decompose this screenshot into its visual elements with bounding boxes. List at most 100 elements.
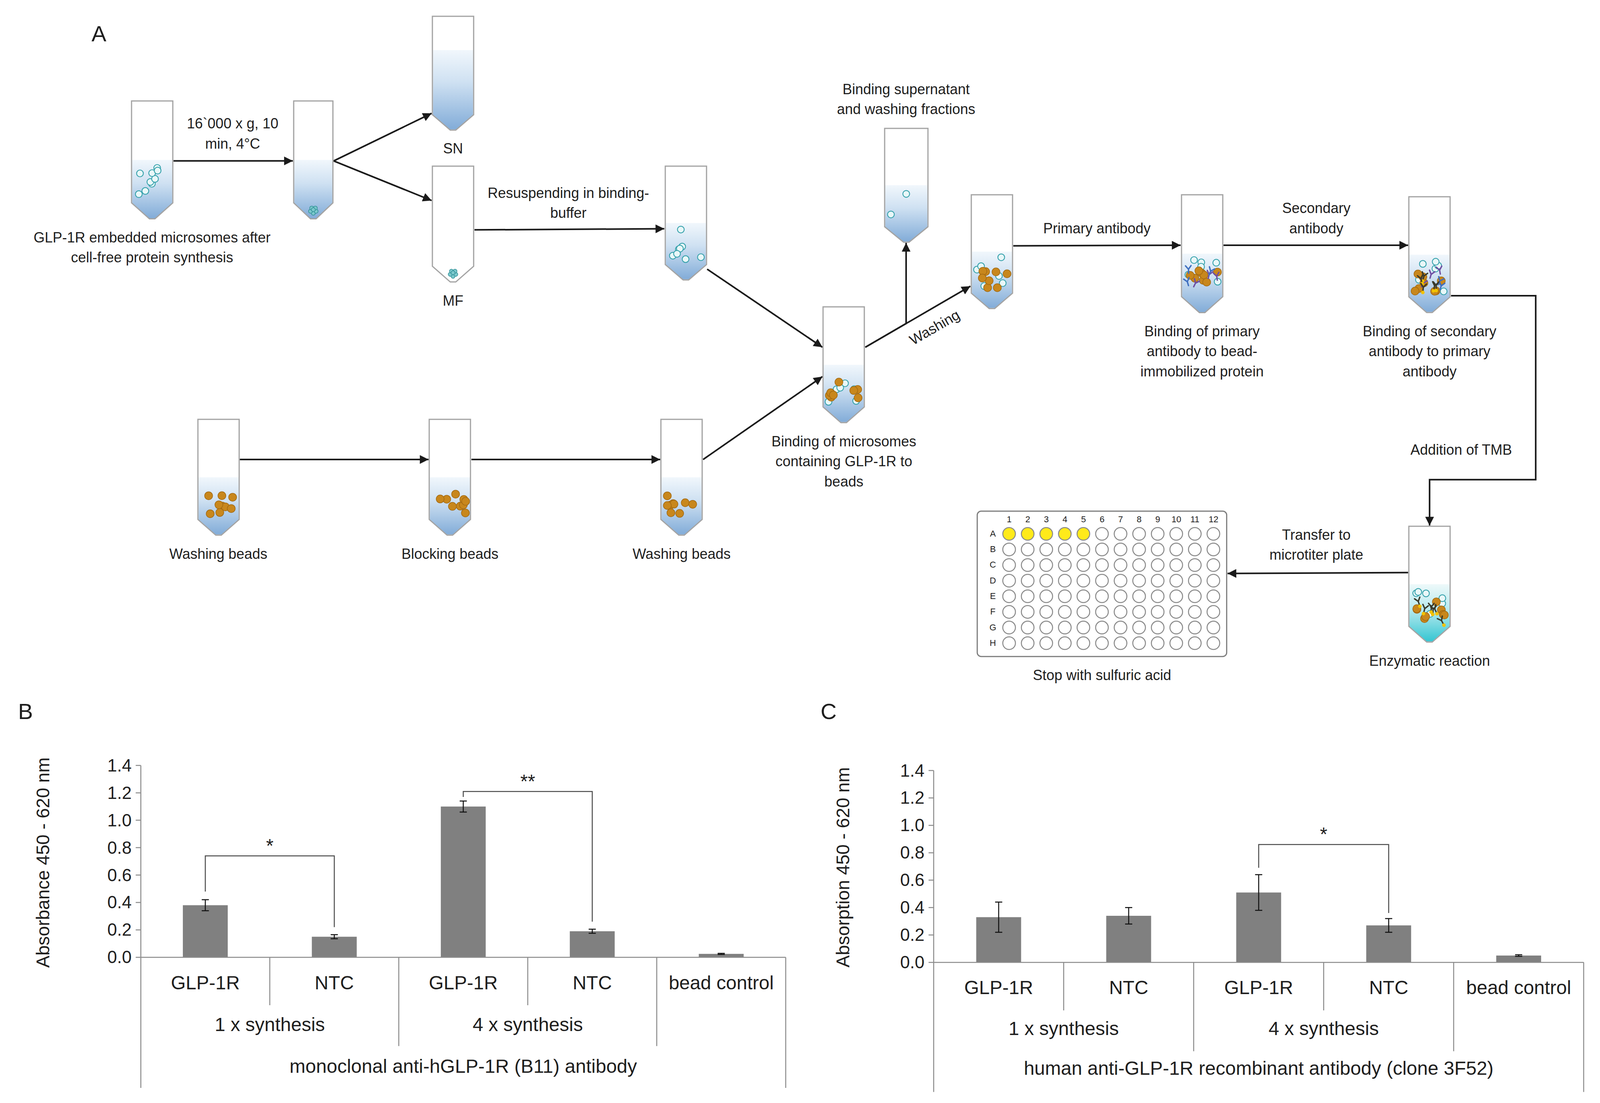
category-label: bead control [668, 971, 774, 994]
tube-body [1408, 196, 1451, 313]
tube [664, 165, 708, 281]
well [1114, 574, 1128, 587]
tube-drawing [660, 418, 704, 536]
tube-drawing [970, 193, 1014, 310]
caption-box: GLP-1R embedded microsomes after cell-fr… [29, 227, 275, 268]
well [1206, 605, 1220, 618]
well [1021, 558, 1035, 572]
tube: Binding of primary antibody to bead-immo… [1180, 193, 1224, 314]
well [1002, 605, 1016, 618]
well [1002, 589, 1016, 603]
tube [292, 100, 334, 220]
antibody-symbol [1433, 281, 1440, 293]
pellet [451, 270, 456, 275]
panel-letter: A [91, 21, 107, 47]
column-number: 8 [1136, 514, 1142, 525]
well [1058, 605, 1072, 618]
antibody-symbol [1185, 265, 1192, 274]
error-bar [1514, 954, 1523, 957]
well [1169, 558, 1183, 572]
well [1188, 542, 1202, 556]
tube-body [293, 100, 334, 219]
error-bar [459, 800, 467, 812]
antibody-label: human anti-GLP-1R recombinant antibody (… [1023, 1057, 1494, 1080]
antibody-symbol [1428, 603, 1434, 615]
column-number: 2 [1025, 514, 1031, 525]
tube-caption: Binding of primary antibody to bead-immo… [1125, 321, 1279, 382]
well [1002, 527, 1016, 541]
microsome [677, 226, 684, 233]
well [1095, 589, 1109, 603]
significance-bracket [205, 855, 335, 927]
well [1169, 527, 1183, 541]
tube-outline [665, 166, 707, 280]
axis-title: Absorbance 450 - 620 nm [32, 757, 54, 968]
bead [228, 493, 237, 502]
tube-outline [660, 419, 703, 535]
tube [970, 193, 1014, 310]
error-bar [330, 934, 338, 939]
bead [204, 491, 213, 500]
tick-label: 1.0 [900, 815, 925, 836]
well [1040, 636, 1053, 650]
tube: MF [431, 165, 475, 283]
category-label: GLP-1R [428, 971, 498, 994]
tube: Binding of microsomes containing GLP-1R … [822, 306, 866, 424]
bead [1411, 286, 1420, 295]
well [1040, 527, 1053, 541]
tube-body [884, 128, 928, 243]
bead [205, 509, 214, 518]
well [1114, 589, 1128, 603]
row-letter: G [989, 622, 997, 633]
well [1169, 605, 1183, 618]
well [1133, 636, 1146, 650]
well [1133, 621, 1146, 634]
well [1151, 527, 1165, 541]
well [1076, 574, 1090, 587]
significance-mark: * [1319, 823, 1328, 845]
microsome [887, 211, 895, 218]
edge-label: 16`000 x g, 10 min, 4°C [184, 113, 281, 154]
edge-label: Transfer to microtiter plate [1255, 524, 1378, 566]
tube: SN [431, 15, 475, 131]
microsome [902, 190, 910, 198]
tube-caption: SN [412, 138, 494, 159]
arrow [474, 228, 665, 231]
edge-label: Resuspending in binding-buffer [485, 183, 651, 224]
caption-box: Binding of secondary antibody to primary… [1346, 321, 1513, 382]
well [1133, 574, 1146, 587]
well [1095, 574, 1109, 587]
well [1002, 542, 1016, 556]
well [1206, 558, 1220, 572]
error-bar [588, 929, 596, 934]
well [1095, 558, 1109, 572]
bead [214, 500, 223, 509]
tube-body [429, 419, 471, 535]
microsome [136, 169, 144, 177]
liquid [433, 50, 474, 130]
well [1188, 558, 1202, 572]
column-number: 11 [1190, 514, 1200, 525]
microsome [135, 190, 142, 198]
antibody-symbol [1183, 277, 1192, 287]
antibody-symbol [1427, 270, 1436, 279]
well [1169, 542, 1183, 556]
antibodies [1183, 265, 1221, 288]
well [1040, 574, 1053, 587]
well [1114, 621, 1128, 634]
tube-body [660, 419, 703, 535]
arrow [1013, 245, 1181, 246]
pellet [311, 207, 316, 212]
tick-label: 0.0 [107, 947, 132, 968]
tube-body [432, 16, 474, 130]
well [1188, 605, 1202, 618]
tick-label: 0.2 [107, 919, 132, 940]
caption-box: Blocking beads [358, 544, 542, 564]
well [1095, 527, 1109, 541]
group-label: 4 x synthesis [472, 1013, 583, 1036]
bead [688, 499, 697, 508]
tick-label: 1.2 [107, 782, 132, 803]
column-number: 9 [1155, 514, 1161, 525]
well [1114, 558, 1128, 572]
caption-box: Binding of primary antibody to bead-immo… [1125, 321, 1279, 382]
